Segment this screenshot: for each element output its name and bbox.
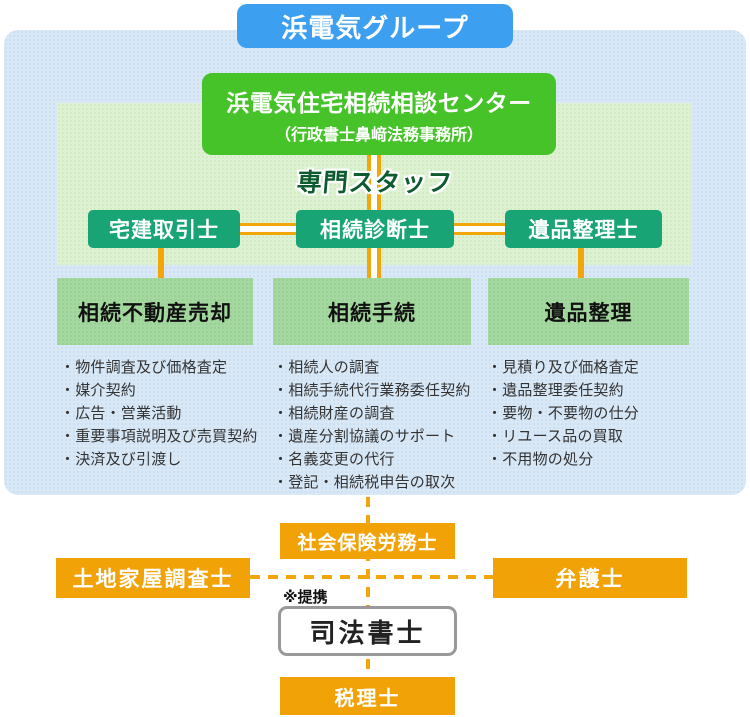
service-box-ihin: 遺品整理	[488, 278, 689, 345]
staff-box-ihin-seiri: 遺品整理士	[505, 210, 662, 248]
partner-box-sharoushi: 社会保険労務士	[280, 523, 455, 559]
partner-box-tochikaoku: 土地家屋調査士	[56, 558, 250, 598]
list-item: ・リユース品の買取	[487, 428, 624, 445]
staff-box-label: 宅建取引士	[109, 219, 219, 242]
staff-box-takken: 宅建取引士	[88, 210, 240, 248]
service-list-ihin: ・見積り及び価格査定 ・遺品整理委任契約 ・要物・不要物の仕分 ・リユース品の買…	[487, 356, 639, 471]
list-item: ・遺品整理委任契約	[487, 382, 624, 399]
partner-label: 社会保険労務士	[297, 532, 438, 554]
staff-box-label: 相続診断士	[320, 219, 430, 242]
center-name: 浜電気住宅相続相談センター	[226, 89, 532, 116]
list-item: ・物件調査及び価格査定	[60, 359, 228, 376]
partner-label: 弁護士	[555, 568, 625, 591]
list-item: ・名義変更の代行	[273, 451, 395, 468]
list-item: ・広告・営業活動	[60, 405, 182, 422]
partner-label: 土地家屋調査士	[72, 568, 234, 591]
partner-box-zeirishi: 税理士	[280, 677, 455, 715]
connector-staff-left	[240, 223, 298, 235]
staff-label: 専門スタッフ	[295, 169, 455, 197]
partner-label: 司法書士	[309, 617, 426, 648]
center-box: 浜電気住宅相続相談センター （行政書士鼻﨑法務事務所）	[202, 73, 556, 155]
connector-service-left	[158, 248, 164, 278]
partner-box-shihoshoshi: 司法書士	[278, 606, 457, 656]
group-title-box: 浜電気グループ	[237, 4, 513, 48]
list-item: ・遺産分割協議のサポート	[273, 428, 456, 445]
list-item: ・相続財産の調査	[273, 405, 395, 422]
partner-label: 税理士	[334, 687, 401, 710]
list-item: ・媒介契約	[60, 382, 137, 399]
center-subname: （行政書士鼻﨑法務事務所）	[274, 126, 483, 144]
service-title: 相続不動産売却	[78, 301, 232, 325]
group-title: 浜電気グループ	[281, 12, 469, 43]
service-box-fudousan: 相続不動産売却	[57, 278, 253, 345]
list-item: ・見積り及び価格査定	[487, 359, 640, 376]
list-item: ・重要事項説明及び売買契約	[60, 428, 258, 445]
list-item: ・相続手続代行業務委任契約	[273, 382, 471, 399]
list-item: ・相続人の調査	[273, 359, 380, 376]
staff-box-souzoku-shindan: 相続診断士	[296, 210, 454, 248]
service-box-tetsuzuki: 相続手続	[273, 278, 471, 345]
list-item: ・登記・相続税申告の取次	[273, 474, 456, 491]
service-title: 遺品整理	[544, 301, 633, 325]
partner-box-bengoshi: 弁護士	[493, 558, 687, 598]
list-item: ・不用物の処分	[487, 451, 594, 468]
service-list-fudousan: ・物件調査及び価格査定 ・媒介契約 ・広告・営業活動 ・重要事項説明及び売買契約…	[60, 356, 258, 471]
list-item: ・要物・不要物の仕分	[487, 405, 640, 422]
connector-center-to-staff	[367, 155, 381, 210]
service-list-tetsuzuki: ・相続人の調査 ・相続手続代行業務委任契約 ・相続財産の調査 ・遺産分割協議のサ…	[273, 356, 471, 494]
list-item: ・決済及び引渡し	[60, 451, 182, 468]
connector-service-right	[578, 248, 584, 278]
connector-dashed-horizontal	[250, 575, 493, 579]
partnership-note: ※提携	[283, 589, 328, 606]
staff-box-label: 遺品整理士	[528, 219, 639, 242]
connector-dashed-vertical	[366, 497, 370, 677]
connector-staff-right	[452, 223, 507, 235]
connector-staff-to-service-middle	[367, 248, 381, 278]
service-title: 相続手続	[328, 301, 416, 325]
